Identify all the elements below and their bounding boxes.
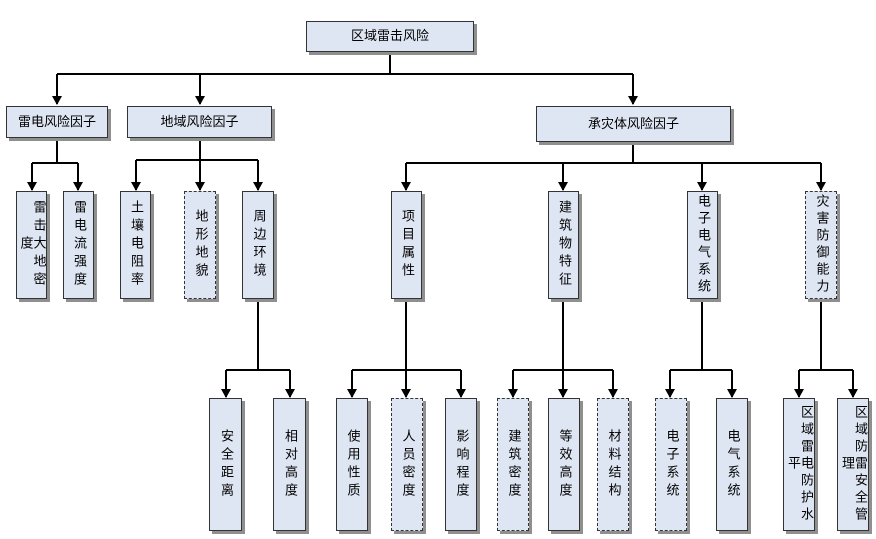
building-feature-label: 建筑物特征: [556, 200, 571, 290]
regional-safety-management-node: 区域防雷安全管理: [837, 398, 869, 531]
material-structure-label: 材料结构: [605, 428, 621, 501]
usage-nature-label: 使用性质: [344, 428, 360, 501]
root-label: 区域雷击风险: [350, 29, 429, 44]
impact-degree-node: 影响程度: [445, 398, 477, 531]
region-factor-node: 地域风险因子: [127, 106, 272, 138]
building-feature-node: 建筑物特征: [548, 191, 579, 299]
ground-flash-density-node: 雷击大地密度: [16, 191, 47, 299]
electronic-system-node: 电子电气系统: [687, 191, 718, 299]
lightning-factor-label: 雷电风险因子: [17, 114, 96, 130]
regional-safety-management-label: 区域防雷安全管理: [839, 405, 867, 524]
soil-resistivity-node: 土壤电阻率: [120, 191, 151, 299]
electrical-sys-node: 电气系统: [716, 398, 748, 531]
carrier-factor-label: 承灾体风险因子: [587, 116, 679, 132]
usage-nature-node: 使用性质: [336, 398, 368, 531]
soil-resistivity-label: 土壤电阻率: [128, 200, 143, 290]
impact-degree-label: 影响程度: [453, 428, 469, 501]
terrain-label: 地形地貌: [192, 209, 208, 281]
electronic-sys-node: 电子系统: [655, 398, 687, 531]
root-node: 区域雷击风险: [306, 21, 474, 52]
personnel-density-node: 人员密度: [391, 398, 423, 531]
electronic-sys-label: 电子系统: [663, 428, 679, 501]
lightning-current-label: 雷电流强度: [71, 200, 86, 290]
equivalent-height-node: 等效高度: [548, 398, 580, 531]
region-factor-label: 地域风险因子: [160, 114, 239, 130]
project-attribute-node: 项目属性: [391, 191, 422, 299]
material-structure-node: 材料结构: [597, 398, 629, 531]
electronic-system-label: 电子电气系统: [695, 194, 710, 296]
carrier-factor-node: 承灾体风险因子: [536, 106, 731, 142]
regional-protection-level-node: 区域雷电防护水平: [783, 398, 815, 531]
equivalent-height-label: 等效高度: [556, 428, 572, 501]
surroundings-label: 周边环境: [250, 209, 266, 281]
terrain-node: 地形地貌: [184, 191, 216, 299]
safety-distance-node: 安全距离: [209, 398, 242, 531]
relative-height-node: 相对高度: [273, 398, 306, 531]
building-density-label: 建筑密度: [505, 428, 521, 501]
regional-protection-level-label: 区域雷电防护水平: [785, 405, 813, 524]
disaster-defense-label: 灾害防御能力: [813, 194, 829, 296]
surroundings-node: 周边环境: [242, 191, 274, 299]
personnel-density-label: 人员密度: [399, 428, 415, 501]
building-density-node: 建筑密度: [497, 398, 529, 531]
safety-distance-label: 安全距离: [218, 428, 233, 501]
project-attribute-label: 项目属性: [399, 209, 414, 281]
lightning-current-node: 雷电流强度: [63, 191, 94, 299]
lightning-factor-node: 雷电风险因子: [6, 106, 108, 138]
electrical-sys-label: 电气系统: [724, 428, 740, 501]
relative-height-label: 相对高度: [282, 428, 297, 501]
ground-flash-density-label: 雷击大地密度: [17, 200, 46, 290]
disaster-defense-node: 灾害防御能力: [805, 191, 837, 299]
